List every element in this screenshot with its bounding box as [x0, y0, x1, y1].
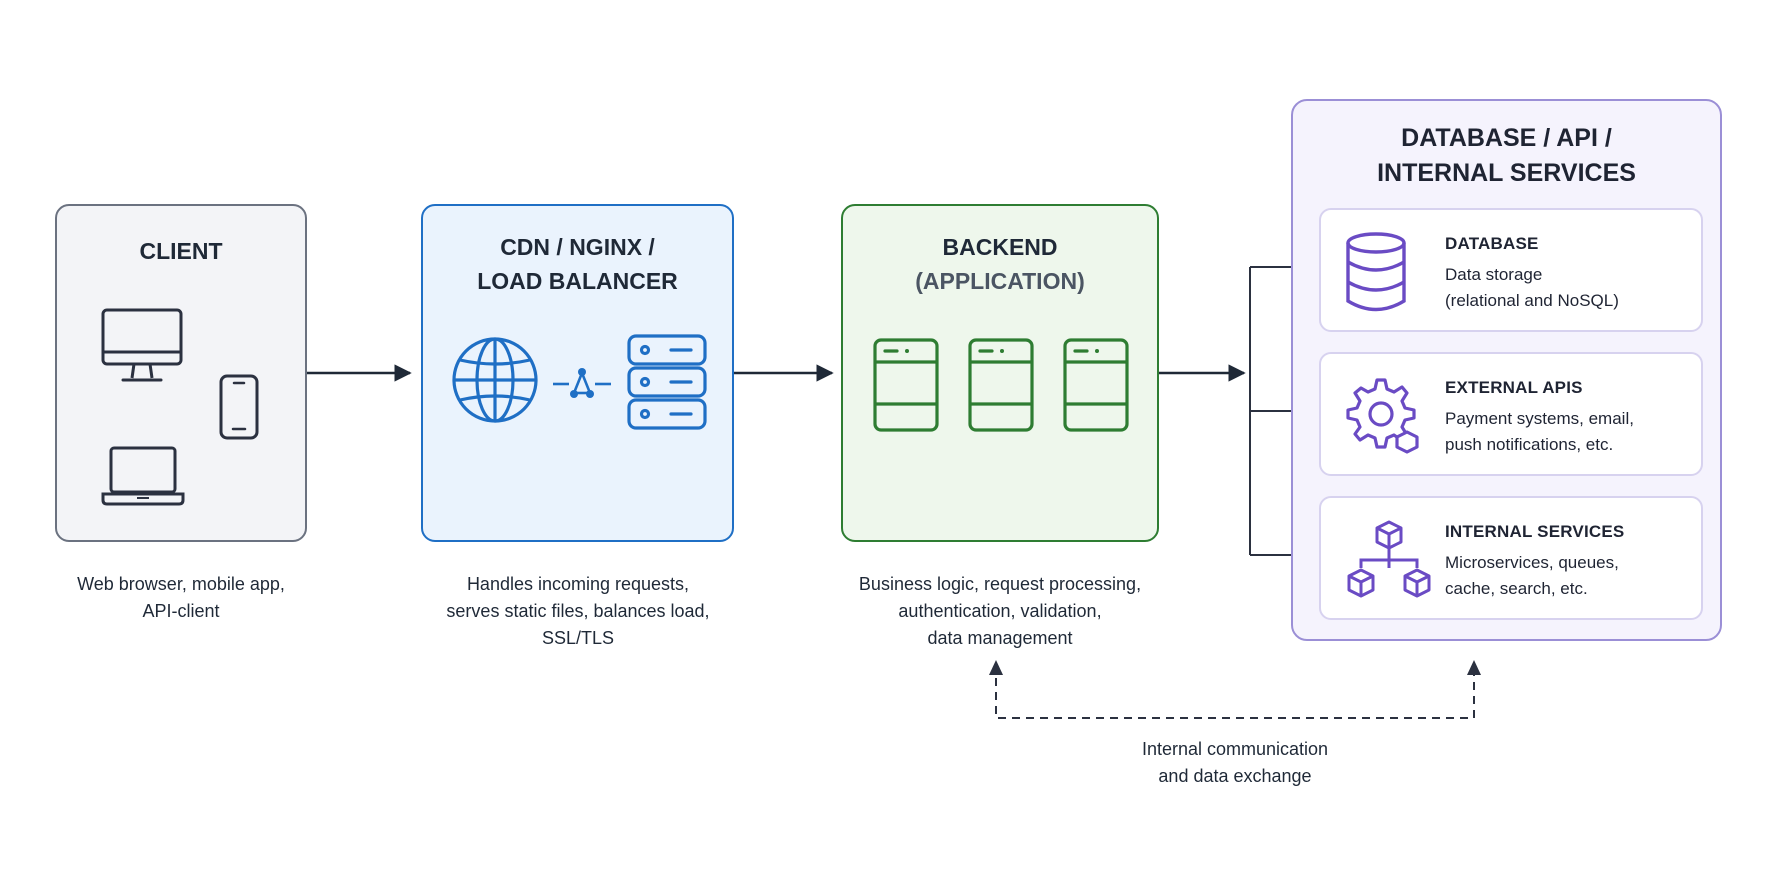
server-icon [1063, 338, 1129, 432]
service-card-external-apis: EXTERNAL APIS Payment systems, email, pu… [1319, 352, 1703, 476]
backend-box: BACKEND (APPLICATION) [841, 204, 1159, 542]
service-card-database: DATABASE Data storage (relational and No… [1319, 208, 1703, 332]
dashed-arrowhead-backend [989, 660, 1003, 675]
network-node-icon [553, 368, 611, 398]
cdn-title-line1: CDN / NGINX / [500, 234, 655, 260]
cubes-icon [1347, 520, 1431, 598]
client-title: CLIENT [139, 238, 223, 264]
cdn-title: CDN / NGINX / LOAD BALANCER [423, 230, 732, 298]
service-name: EXTERNAL APIS [1445, 378, 1583, 397]
globe-icon [452, 337, 538, 423]
server-rack-icon [627, 334, 707, 430]
internal-link-caption: Internal communication and data exchange [1141, 739, 1329, 786]
server-icon [968, 338, 1034, 432]
services-title-line1: DATABASE / API / [1401, 124, 1612, 152]
service-name: INTERNAL SERVICES [1445, 522, 1625, 541]
backend-caption: Business logic, request processing, auth… [858, 574, 1142, 648]
client-box: CLIENT [55, 204, 307, 542]
backend-title-line2: (APPLICATION) [915, 268, 1085, 294]
dashed-internal-link [995, 664, 1475, 719]
laptop-icon [101, 446, 185, 506]
service-description: Data storage (relational and NoSQL) [1445, 265, 1619, 310]
backend-title: BACKEND (APPLICATION) [843, 230, 1157, 298]
services-title-line2: INTERNAL SERVICES [1377, 159, 1636, 187]
database-icon [1346, 232, 1406, 312]
cdn-title-line2: LOAD BALANCER [477, 268, 678, 294]
smartphone-icon [219, 374, 259, 440]
client-caption: Web browser, mobile app, API-client [77, 574, 285, 621]
cdn-caption: Handles incoming requests, serves static… [446, 574, 710, 648]
gear-icon [1346, 378, 1419, 454]
services-box: DATABASE / API / INTERNAL SERVICES DATAB… [1291, 99, 1722, 641]
cdn-box: CDN / NGINX / LOAD BALANCER [421, 204, 734, 542]
backend-title-line1: BACKEND [942, 234, 1058, 260]
service-card-internal-services: INTERNAL SERVICES Microservices, queues,… [1319, 496, 1703, 620]
monitor-icon [101, 308, 183, 382]
service-name: DATABASE [1445, 234, 1539, 253]
server-icon [873, 338, 939, 432]
service-description: Microservices, queues, cache, search, et… [1445, 553, 1619, 598]
dashed-arrowhead-services [1467, 660, 1481, 675]
service-description: Payment systems, email, push notificatio… [1445, 409, 1634, 454]
services-title: DATABASE / API / INTERNAL SERVICES [1293, 121, 1720, 191]
